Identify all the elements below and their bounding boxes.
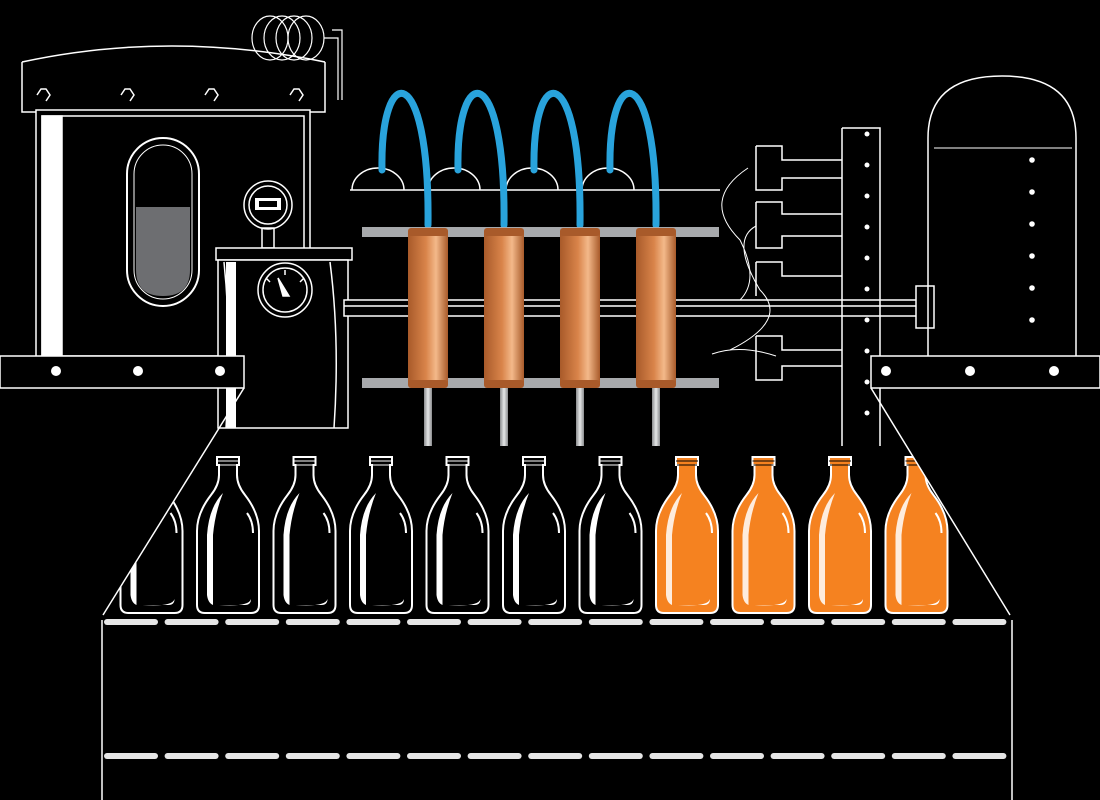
- conveyor: [101, 619, 1013, 800]
- bottle-filled: [884, 456, 949, 614]
- hex-bolt-icon: [36, 88, 304, 102]
- bottle-empty: [578, 456, 643, 614]
- bottle-filled: [731, 456, 796, 614]
- filling-cylinders: [408, 228, 676, 388]
- filling-cylinder: [484, 228, 524, 388]
- conveyor-link: [710, 753, 764, 759]
- conveyor-link: [225, 619, 280, 625]
- rivet: [864, 131, 870, 137]
- rivet: [864, 410, 870, 416]
- conveyor-link: [710, 619, 764, 625]
- filling-cylinder: [408, 228, 448, 388]
- rivet: [864, 286, 870, 292]
- rivet: [1029, 221, 1035, 227]
- conveyor-link: [831, 753, 886, 759]
- right-tank: [927, 75, 1077, 360]
- supply-tube: [530, 90, 584, 229]
- rivet: [1029, 317, 1035, 323]
- filling-nozzle: [576, 388, 584, 446]
- bottle-row: [103, 456, 949, 614]
- conveyor-link: [770, 753, 825, 759]
- conveyor-belt-top: [104, 619, 1007, 625]
- rivet: [864, 193, 870, 199]
- conveyor-link: [528, 619, 583, 625]
- rivet: [864, 317, 870, 323]
- conveyor-link: [164, 753, 219, 759]
- conveyor-link: [649, 753, 704, 759]
- filling-cylinder: [560, 228, 600, 388]
- conveyor-link: [528, 753, 583, 759]
- hopper-frame: [102, 387, 1011, 616]
- conveyor-link: [104, 753, 158, 759]
- bottle-empty: [502, 456, 566, 614]
- coil-icon: [251, 15, 343, 100]
- bottle-empty: [103, 456, 107, 614]
- conveyor-link: [467, 619, 522, 625]
- conveyor-link: [891, 619, 946, 625]
- conveyor-link: [891, 753, 946, 759]
- supply-tubes: [378, 90, 660, 229]
- conveyor-link: [164, 619, 219, 625]
- rivet: [864, 224, 870, 230]
- conveyor-link: [346, 619, 401, 625]
- rivet: [864, 162, 870, 168]
- bottle-empty: [349, 456, 413, 614]
- lower-rail: [362, 378, 719, 388]
- supply-tube: [606, 90, 660, 229]
- filling-cylinder: [636, 228, 676, 388]
- tank-rivets: [1029, 157, 1035, 323]
- left-platform: [0, 355, 245, 389]
- right-platform: [870, 355, 1100, 389]
- filling-nozzle: [424, 388, 432, 446]
- valve-body: [215, 247, 353, 429]
- tank-sight-glass: [126, 137, 200, 307]
- conveyor-link: [407, 753, 461, 759]
- conveyor-link: [467, 753, 522, 759]
- conveyor-link: [649, 619, 704, 625]
- conveyor-link: [407, 619, 461, 625]
- conveyor-belt-bottom: [104, 753, 1007, 759]
- upper-rail: [362, 227, 719, 237]
- conveyor-link: [285, 753, 340, 759]
- dial-gauge-icon: [257, 262, 313, 318]
- bottle-filled: [655, 456, 719, 614]
- supply-tube: [378, 90, 432, 229]
- pressure-gauge-icon: [243, 180, 293, 249]
- rivet: [864, 348, 870, 354]
- filling-nozzle: [500, 388, 508, 446]
- rivet: [864, 255, 870, 261]
- conveyor-link: [770, 619, 825, 625]
- control-panel: [711, 127, 881, 446]
- conveyor-link: [104, 619, 158, 625]
- rivet: [1029, 253, 1035, 259]
- filling-nozzle: [652, 388, 660, 446]
- bottle-empty: [272, 456, 337, 614]
- filling-nozzles: [424, 388, 660, 446]
- conveyor-link: [952, 753, 1007, 759]
- bottle-filled: [808, 456, 872, 614]
- rivet: [1029, 189, 1035, 195]
- bottle-empty: [119, 456, 184, 614]
- rivet: [1029, 157, 1035, 163]
- panel-rivets: [864, 131, 870, 416]
- conveyor-link: [952, 619, 1007, 625]
- conveyor-link: [285, 619, 340, 625]
- rivet: [1029, 285, 1035, 291]
- supply-tube: [454, 90, 508, 229]
- rivet: [864, 379, 870, 385]
- bottle-empty: [425, 456, 490, 614]
- bottle-empty: [196, 456, 260, 614]
- conveyor-link: [588, 753, 643, 759]
- conveyor-link: [346, 753, 401, 759]
- conveyor-link: [831, 619, 886, 625]
- conveyor-link: [225, 753, 280, 759]
- conveyor-link: [588, 619, 643, 625]
